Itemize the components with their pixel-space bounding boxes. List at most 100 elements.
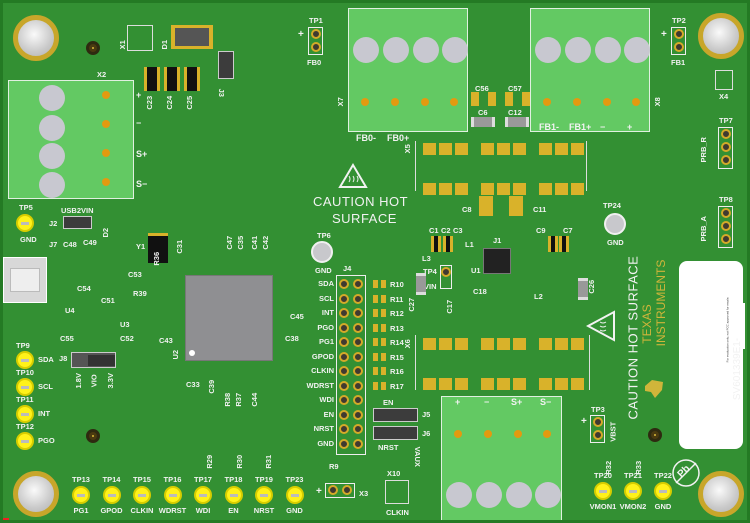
l1-ref: L1 <box>465 240 474 249</box>
tp1-polarity: + <box>298 29 304 40</box>
testpoint-tp7[interactable] <box>718 127 733 169</box>
ti-brand-line2: INSTRUMENTS <box>654 259 668 347</box>
testpoint-clkin[interactable] <box>133 486 151 504</box>
testpoint-wdrst[interactable] <box>163 486 182 504</box>
testpoint-vmon2[interactable] <box>624 482 642 500</box>
header-pin[interactable] <box>339 366 349 376</box>
tp-ref: TP19 <box>255 475 273 484</box>
header-pin[interactable] <box>353 409 363 420</box>
x6-pad <box>571 338 584 350</box>
diode-d1 <box>171 25 213 49</box>
c35-ref: C35 <box>236 235 246 250</box>
jumper-j5[interactable] <box>373 408 418 422</box>
c25-ref: C25 <box>185 95 195 110</box>
header-pin[interactable] <box>339 351 349 362</box>
r38-ref: R38 <box>223 392 233 407</box>
c39-ref: C39 <box>207 379 217 394</box>
header-pin[interactable] <box>339 424 349 434</box>
j8-ref: J8 <box>59 354 68 363</box>
capacitor <box>431 236 441 252</box>
ic-u1 <box>483 248 511 274</box>
testpoint-scl[interactable] <box>16 378 34 396</box>
tp-label: VMON2 <box>619 502 647 511</box>
header-pin[interactable] <box>353 395 363 405</box>
j4-pin-label: SCL <box>319 293 334 303</box>
header-pin[interactable] <box>353 351 363 362</box>
x7-ref: X7 <box>335 97 345 107</box>
x9-pin-label: S− <box>540 397 552 407</box>
testpoint-tp3[interactable] <box>590 415 605 443</box>
resistor-ref: R17 <box>390 381 404 391</box>
x8-ref: X8 <box>652 97 662 107</box>
testpoint-tp4[interactable] <box>440 265 452 289</box>
testpoint-tp2[interactable] <box>671 27 686 55</box>
header-pin[interactable] <box>353 380 363 391</box>
testpoint-vmon1[interactable] <box>594 482 612 500</box>
tp-label: INT <box>38 409 51 418</box>
testpoint-pg1[interactable] <box>72 486 90 504</box>
testpoint-tp8[interactable] <box>718 206 733 248</box>
j5-label: EN <box>383 398 394 407</box>
header-pin[interactable] <box>339 438 349 449</box>
c2-ref: C2 <box>441 226 451 235</box>
connector-x3[interactable] <box>325 483 355 498</box>
tp-label: PG1 <box>73 506 89 515</box>
testpoint-wdi[interactable] <box>194 486 212 504</box>
j4-pin-label: WDRST <box>306 380 335 390</box>
x8-pin-label: FB1- <box>539 122 559 132</box>
tp5-ref: TP5 <box>19 203 33 212</box>
header-pin[interactable] <box>339 279 349 289</box>
x6-pad <box>497 338 510 350</box>
header-pin[interactable] <box>339 409 349 420</box>
fiducial <box>86 41 100 55</box>
testpoint-en[interactable] <box>224 486 243 504</box>
header-pin[interactable] <box>339 293 349 304</box>
jumper-j3[interactable] <box>218 51 234 79</box>
testpoint-int[interactable] <box>16 405 34 423</box>
testpoint-gnd[interactable] <box>285 486 304 504</box>
x2-pin-label: S+ <box>136 149 148 159</box>
tp-ref: TP14 <box>102 475 121 484</box>
capacitor-c27 <box>416 273 426 295</box>
j4-pin-label: SDA <box>318 279 334 288</box>
header-pin[interactable] <box>339 337 349 347</box>
testpoint-pgo[interactable] <box>16 432 34 450</box>
header-pin[interactable] <box>339 380 349 391</box>
header-pin[interactable] <box>353 366 363 376</box>
testpoint-tp24[interactable] <box>604 213 626 235</box>
y1-ref: Y1 <box>136 242 146 251</box>
header-pin[interactable] <box>353 308 363 318</box>
x5-pad <box>571 183 584 195</box>
jumper-j6[interactable] <box>373 426 418 440</box>
resistor-pad <box>373 323 378 332</box>
header-pin[interactable] <box>353 337 363 347</box>
c17-ref: C17 <box>445 299 455 314</box>
testpoint-gnd[interactable] <box>654 482 672 500</box>
header-pin[interactable] <box>353 438 363 449</box>
header-pin[interactable] <box>353 293 363 304</box>
jumper-j2[interactable] <box>63 216 92 229</box>
header-pin[interactable] <box>339 308 349 318</box>
header-pin[interactable] <box>339 322 349 333</box>
tp7-label: PRB_R <box>698 137 708 163</box>
x7-pin-label: FB0+ <box>387 133 410 143</box>
header-pin[interactable] <box>353 322 363 333</box>
header-pin[interactable] <box>339 395 349 405</box>
testpoint-tp5[interactable] <box>16 214 34 232</box>
testpoint-nrst[interactable] <box>255 486 273 504</box>
testpoint-gpod[interactable] <box>102 486 121 504</box>
j4-pin-label: PGO <box>317 322 334 332</box>
jumper-j8[interactable] <box>71 352 116 368</box>
u3-ref: U3 <box>120 320 130 329</box>
c52-ref: C52 <box>120 334 134 343</box>
x10-ref: X10 <box>387 469 401 478</box>
testpoint-tp6[interactable] <box>311 241 333 263</box>
testpoint-sda[interactable] <box>16 351 34 369</box>
tp-label: PGO <box>38 436 55 445</box>
header-pin[interactable] <box>353 279 363 289</box>
j8-option-vio: VIO <box>89 374 99 388</box>
testpoint-tp1[interactable] <box>308 27 323 55</box>
header-pin[interactable] <box>353 424 363 434</box>
x9-pin-label: + <box>455 397 461 407</box>
